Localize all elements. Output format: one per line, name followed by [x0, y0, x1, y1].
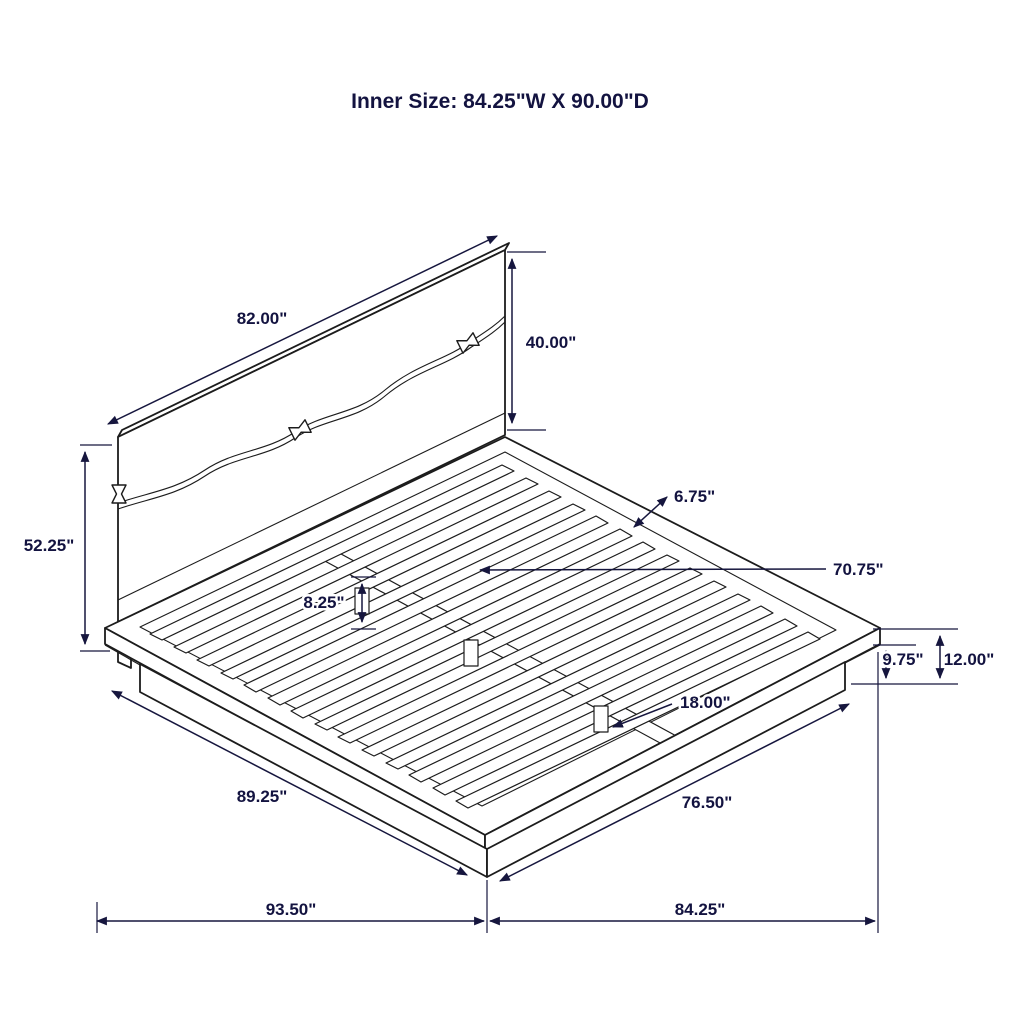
dim-line [111, 690, 468, 876]
slat [149, 464, 515, 641]
dim-line [499, 703, 850, 882]
dim-label: 89.25" [237, 787, 288, 806]
dim-right-heights: 9.75" 12.00" [851, 628, 997, 685]
dim-label: 6.75" [674, 487, 715, 506]
dim-support-foot-height: 8.25" [301, 576, 376, 630]
dim-slat-spacing: 6.75" [633, 485, 718, 528]
base-connector-right [844, 644, 881, 664]
slat [173, 477, 539, 654]
dim-overall-height: 52.25" [21, 444, 112, 652]
slats [149, 464, 821, 809]
dim-label: 93.50" [266, 900, 317, 919]
dim-slat-length: 70.75" [478, 558, 886, 582]
dim-overall-bottom: 93.50" 84.25" [95, 652, 879, 933]
dim-line [107, 235, 498, 425]
dim-label: 84.25" [675, 900, 726, 919]
dim-label: 40.00" [526, 333, 577, 352]
dim-label: 8.25" [303, 593, 344, 612]
slat [196, 490, 562, 667]
dim-label: 12.00" [944, 650, 995, 669]
dim-label: 82.00" [237, 309, 288, 328]
slat [220, 503, 586, 680]
dim-label: 70.75" [833, 560, 884, 579]
dim-headboard-width: 82.00" [107, 235, 498, 425]
dim-headboard-height: 40.00" [507, 251, 579, 431]
dim-label: 18.00" [680, 693, 731, 712]
dim-front-rail: 76.50" [499, 703, 850, 882]
slat [243, 515, 609, 693]
bowtie-inlay-icon [111, 484, 127, 504]
dim-line [633, 496, 668, 528]
bowtie-inlay-icon [288, 419, 312, 441]
headboard-lower-seam [117, 412, 506, 601]
support-foot [463, 639, 479, 667]
base-connector-left [104, 644, 141, 666]
dim-label: 52.25" [24, 536, 75, 555]
leader-line [478, 565, 827, 575]
dim-label: 76.50" [682, 793, 733, 812]
dim-side-rail: 89.25" [111, 690, 468, 876]
diagram-title: Inner Size: 84.25"W X 90.00"D [351, 90, 649, 113]
support-foot [593, 705, 609, 733]
dim-label: 9.75" [882, 650, 923, 669]
